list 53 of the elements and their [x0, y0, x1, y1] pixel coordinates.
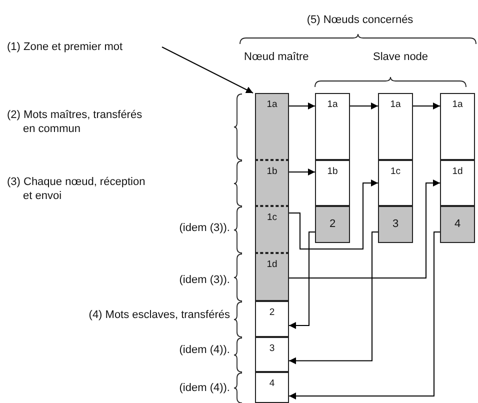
cell-text: 1c [266, 212, 278, 223]
zone-label: (4) Mots esclaves, transférés [88, 308, 230, 322]
zone-label: (2) Mots maîtres, transférés en commun [7, 108, 144, 136]
arrow [288, 168, 316, 176]
memory-cell [255, 253, 289, 301]
memory-cell [378, 160, 413, 206]
cell-text: 4 [269, 378, 275, 389]
zone-label: (idem (3)). [178, 273, 230, 287]
arrow [288, 180, 378, 250]
memory-cell [255, 337, 289, 372]
memory-cell [315, 93, 350, 160]
cell-text: 1b [327, 166, 338, 177]
memory-cell [378, 93, 413, 160]
column-heading: Nœud maître [244, 50, 310, 64]
arrow [288, 232, 378, 364]
memory-cell [255, 93, 289, 160]
cell-text: 3 [269, 343, 275, 354]
leader-arrow [162, 46, 254, 94]
cell-text: 1d [452, 166, 463, 177]
memory-cell [440, 93, 475, 160]
memory-cell [255, 206, 289, 253]
arrow [288, 180, 440, 278]
memory-cell [378, 206, 413, 243]
memory-cell [315, 206, 350, 243]
zone-label: (3) Chaque nœud, réception et envoi [7, 175, 146, 203]
zone-label: (idem (4)). [178, 343, 230, 357]
memory-cell [255, 160, 289, 206]
cell-text: 2 [329, 218, 336, 230]
arrow [412, 102, 440, 110]
callout-text: (1) Zone et premier mot [7, 40, 123, 54]
column-heading: Slave node [373, 50, 430, 64]
cell-text: 1b [266, 166, 278, 177]
cell-text: 1a [266, 99, 278, 110]
memory-cell [315, 160, 350, 206]
memory-cell [255, 372, 289, 403]
memory-cell [440, 206, 475, 243]
memory-cell [440, 160, 475, 206]
cell-text: 2 [269, 307, 275, 318]
column-group-heading: (5) Nœuds concernés [306, 13, 414, 27]
arrow [288, 102, 316, 110]
arrow [288, 232, 316, 329]
cell-text: 1a [452, 99, 463, 110]
zone-label: (idem (3)). [178, 221, 230, 235]
cell-text: 1a [327, 99, 338, 110]
zone-label: (idem (4)). [178, 381, 230, 395]
arrow [350, 102, 378, 110]
cell-text: 1c [390, 166, 401, 177]
cell-text: 1a [390, 99, 401, 110]
cell-text: 1d [266, 259, 278, 270]
cell-text: 3 [392, 218, 399, 230]
cell-text: 4 [454, 218, 461, 230]
arrow [288, 232, 440, 400]
memory-cell [255, 301, 289, 337]
